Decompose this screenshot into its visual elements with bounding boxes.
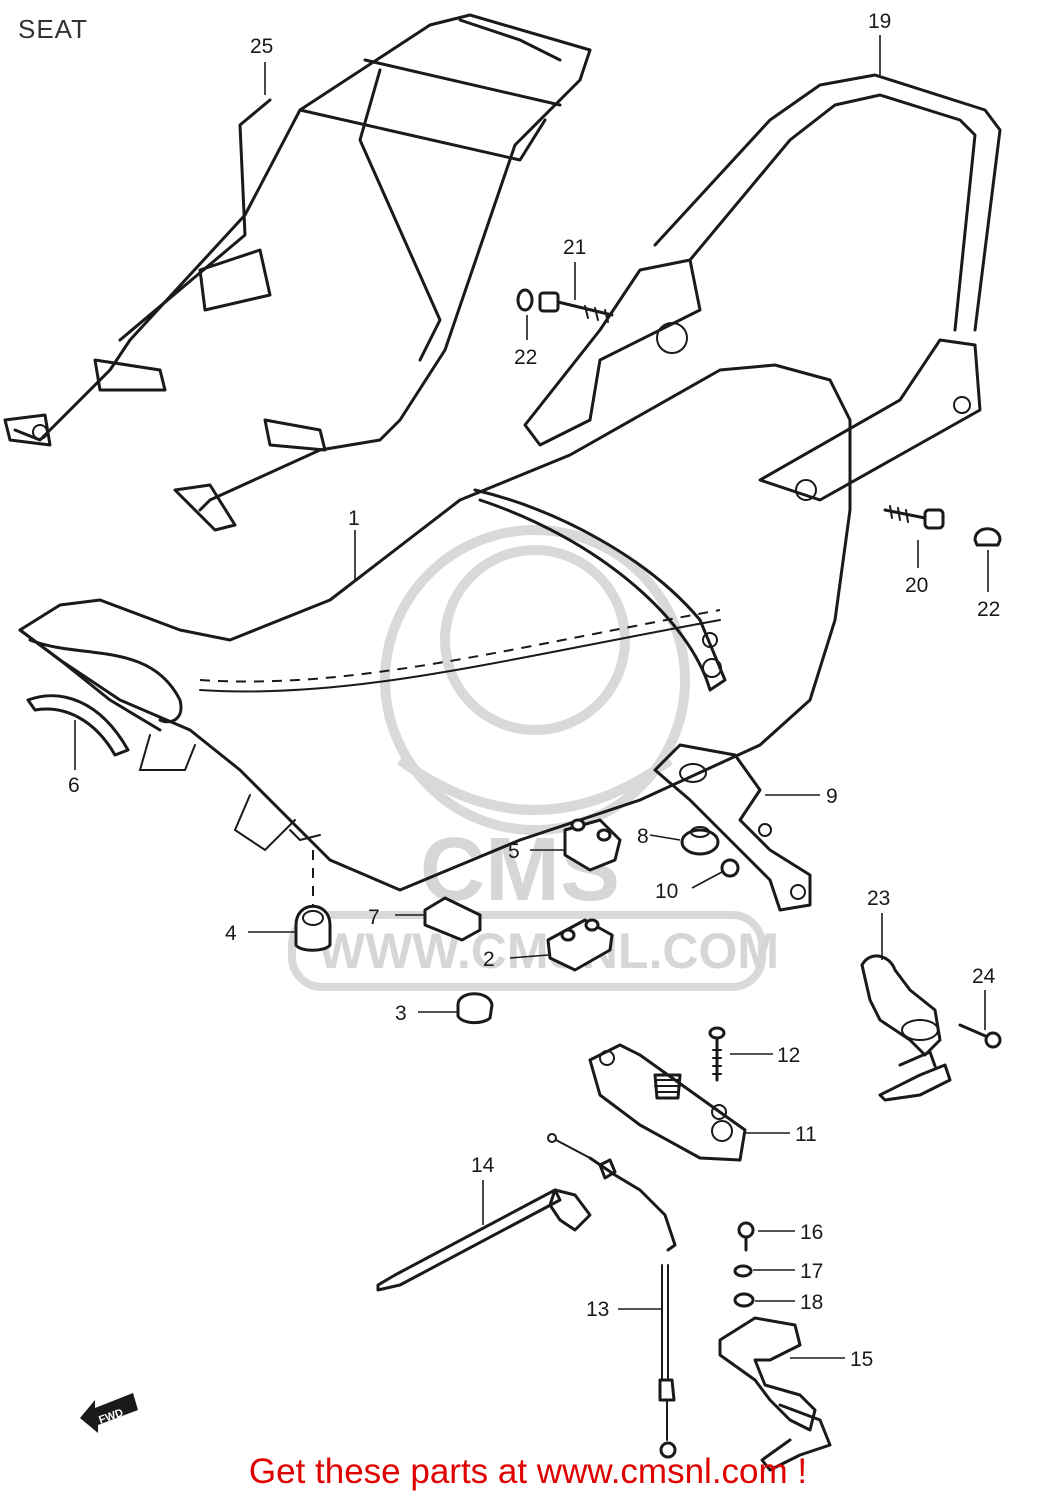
- callout-1: 1: [348, 507, 360, 530]
- callout-21: 21: [563, 236, 586, 259]
- part-16-screw: [737, 1221, 755, 1252]
- callout-13: 13: [586, 1298, 609, 1321]
- callout-15: 15: [850, 1348, 873, 1371]
- callout-9: 9: [826, 785, 838, 808]
- fwd-arrow-icon: FWD: [80, 1393, 138, 1433]
- callout-numbers: 1 2 3 4 5 6 7 8 9 10 11 12 13 14 15 16 1…: [68, 10, 1000, 1371]
- part-6-trim: [26, 694, 130, 757]
- part-8-grommet: [680, 826, 720, 856]
- callout-25: 25: [250, 35, 273, 58]
- callout-12: 12: [777, 1044, 800, 1067]
- callout-18: 18: [800, 1291, 823, 1314]
- page-title: SEAT: [18, 14, 88, 44]
- part-23-seat-lock: [860, 954, 952, 1102]
- part-9-bracket: [653, 743, 812, 912]
- part-3-damper: [456, 992, 494, 1025]
- callout-22-right: 22: [977, 598, 1000, 621]
- callout-23: 23: [867, 887, 890, 910]
- callout-8: 8: [637, 825, 649, 848]
- part-2-bumper: [546, 918, 614, 972]
- part-17-washer: [733, 1264, 753, 1278]
- part-1-seat: [18, 363, 852, 892]
- part-11-latch-plate: [588, 1043, 747, 1162]
- watermark: CMS WWW.CMSNL.COM: [288, 525, 779, 991]
- callout-16: 16: [800, 1221, 823, 1244]
- callout-14: 14: [471, 1154, 495, 1177]
- callout-24: 24: [972, 965, 996, 988]
- part-7-pad: [423, 896, 482, 942]
- part-12-screw: [708, 1026, 727, 1120]
- part-18-nut: [733, 1292, 755, 1308]
- part-22-cap: [973, 527, 1002, 547]
- callout-7: 7: [368, 906, 380, 929]
- callout-20: 20: [905, 574, 928, 597]
- callout-3: 3: [395, 1002, 407, 1025]
- part-20-bolt: [883, 505, 945, 530]
- leader-lines: [74, 35, 989, 1359]
- callout-2: 2: [483, 948, 495, 971]
- part-10-screw: [720, 858, 740, 878]
- part-25-luggage-rack: [3, 13, 592, 532]
- promo-link[interactable]: Get these parts at www.cmsnl.com !: [248, 1452, 808, 1491]
- callout-6: 6: [68, 774, 80, 797]
- callout-22-left: 22: [514, 346, 537, 369]
- part-4-damper: [294, 850, 332, 952]
- part-19-grab-rail: [523, 73, 1002, 502]
- callout-4: 4: [225, 922, 237, 945]
- callout-17: 17: [800, 1260, 823, 1283]
- part-13-cable: [547, 1133, 677, 1459]
- part-5-bumper: [563, 818, 622, 872]
- part-15-helmet-lock: [718, 1316, 832, 1472]
- part-24-screw: [958, 1023, 1002, 1049]
- callout-5: 5: [508, 840, 520, 863]
- callout-19: 19: [868, 10, 891, 33]
- part-21-bolt: [516, 288, 614, 323]
- callout-11: 11: [795, 1123, 817, 1146]
- part-14-lever: [376, 1188, 592, 1292]
- callout-10: 10: [655, 880, 678, 903]
